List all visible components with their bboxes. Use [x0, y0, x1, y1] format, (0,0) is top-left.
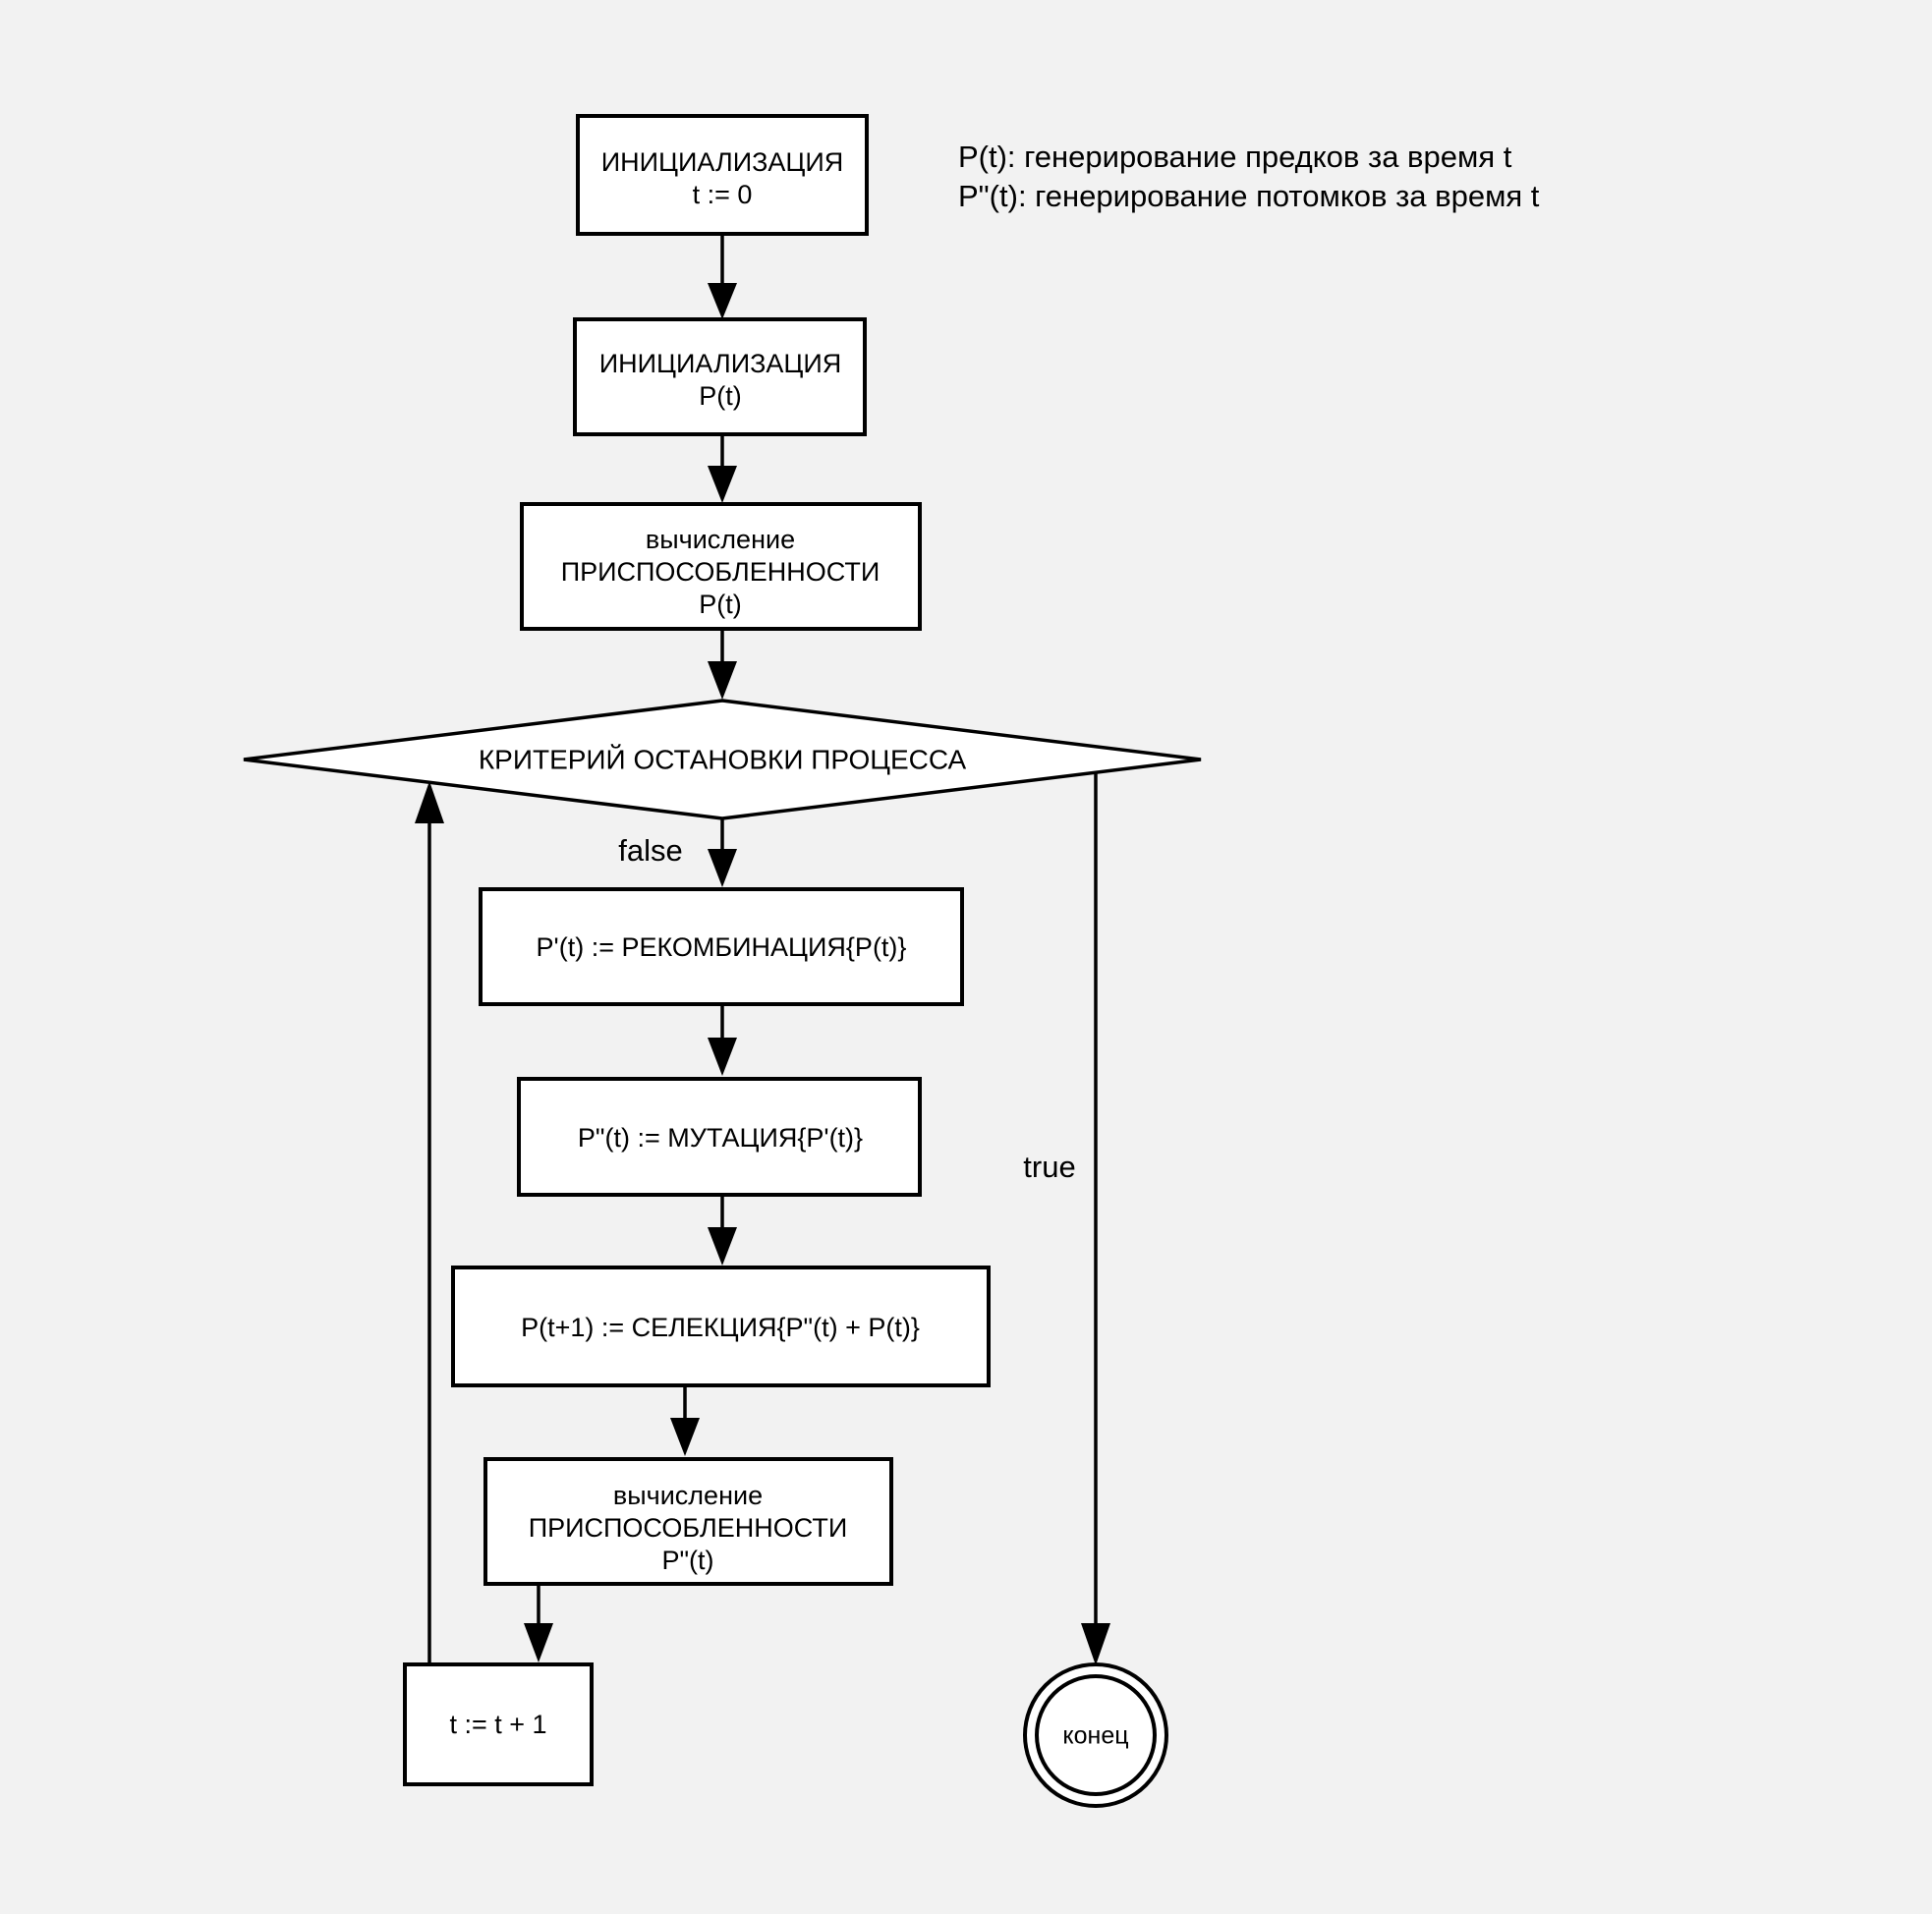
edge-recombination-to-mutation [708, 1004, 737, 1076]
node-init-p[interactable]: ИНИЦИАЛИЗАЦИЯ P(t) [573, 317, 867, 436]
node-fitness-pp-line2: ПРИСПОСОБЛЕННОСТИ [529, 1513, 848, 1543]
node-fitness-p-line3: P(t) [699, 590, 742, 619]
node-fitness-pp[interactable]: вычисление ПРИСПОСОБЛЕННОСТИ P"(t) [483, 1457, 893, 1586]
node-mutation[interactable]: P"(t) := МУТАЦИЯ{P'(t)} [517, 1077, 922, 1197]
node-fitness-p[interactable]: вычисление ПРИСПОСОБЛЕННОСТИ P(t) [520, 502, 922, 631]
node-end-label: конец [1062, 1722, 1128, 1750]
edge-fitness-p-to-decision [708, 629, 737, 700]
node-fitness-p-line2: ПРИСПОСОБЛЕННОСТИ [561, 557, 881, 587]
node-fitness-pp-line3: P"(t) [661, 1546, 713, 1575]
legend-line-1: P(t): генерирование предков за время t [958, 140, 1512, 174]
node-init-t[interactable]: ИНИЦИАЛИЗАЦИЯ t := 0 [576, 114, 869, 236]
legend: P(t): генерирование предков за время t P… [958, 138, 1539, 216]
node-init-t-line2: t := 0 [693, 180, 753, 209]
legend-line-2: P"(t): генерирование потомков за время t [958, 179, 1540, 213]
edge-increment-to-decision-loop [415, 781, 444, 1662]
node-increment[interactable]: t := t + 1 [403, 1662, 594, 1786]
node-fitness-p-line1: вычисление [646, 525, 795, 554]
edge-label-false: false [618, 833, 682, 868]
node-end[interactable]: конец [1023, 1662, 1168, 1808]
node-init-t-line1: ИНИЦИАЛИЗАЦИЯ [601, 147, 844, 177]
edge-decision-false-to-recombination [708, 814, 737, 887]
node-stop-criterion[interactable]: КРИТЕРИЙ ОСТАНОВКИ ПРОЦЕССА [243, 699, 1202, 820]
node-fitness-pp-line1: вычисление [613, 1481, 763, 1510]
edge-label-true: true [1023, 1150, 1075, 1184]
edge-init-t-to-init-p [708, 234, 737, 319]
node-increment-label: t := t + 1 [449, 1710, 546, 1739]
edge-selection-to-fitness-pp [670, 1385, 700, 1456]
node-stop-criterion-label: КРИТЕРИЙ ОСТАНОВКИ ПРОЦЕССА [479, 744, 967, 774]
edge-fitness-pp-to-increment [524, 1584, 553, 1662]
node-recombination[interactable]: P'(t) := РЕКОМБИНАЦИЯ{P(t)} [479, 887, 964, 1006]
node-init-p-line1: ИНИЦИАЛИЗАЦИЯ [599, 349, 842, 378]
edge-mutation-to-selection [708, 1195, 737, 1266]
edge-init-p-to-fitness-p [708, 434, 737, 503]
node-recombination-label: P'(t) := РЕКОМБИНАЦИЯ{P(t)} [537, 932, 907, 962]
edge-decision-true-to-end [1081, 761, 1110, 1665]
node-selection[interactable]: P(t+1) := СЕЛЕКЦИЯ{P"(t) + P(t)} [451, 1266, 991, 1387]
node-selection-label: P(t+1) := СЕЛЕКЦИЯ{P"(t) + P(t)} [521, 1313, 920, 1342]
node-init-p-line2: P(t) [699, 381, 742, 411]
node-mutation-label: P"(t) := МУТАЦИЯ{P'(t)} [578, 1123, 863, 1153]
